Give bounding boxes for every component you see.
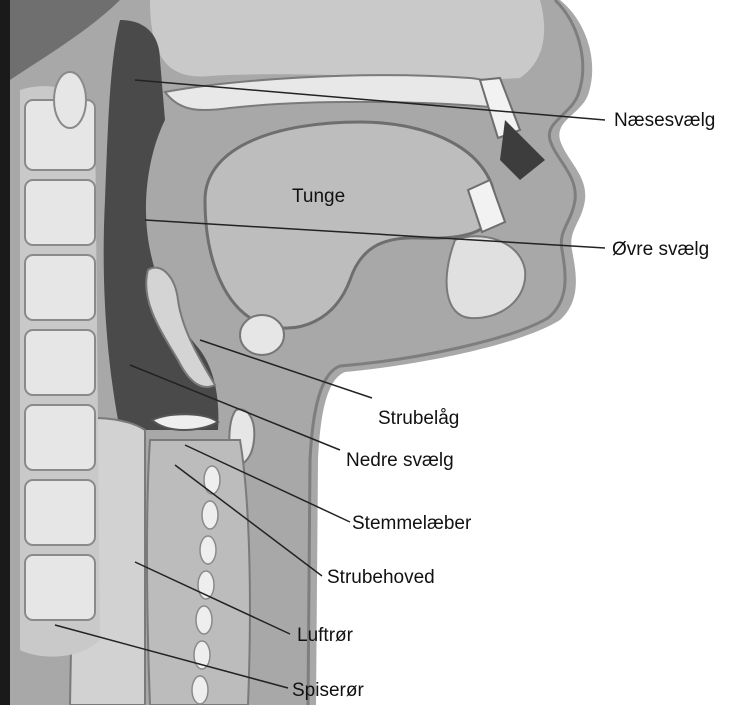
label-spiseroer: Spiserør bbox=[292, 681, 364, 700]
label-strubehoved: Strubehoved bbox=[327, 568, 435, 587]
hyoid-bone bbox=[240, 315, 284, 355]
nasal-cavity bbox=[150, 0, 544, 79]
label-strubelaag: Strubelåg bbox=[378, 409, 459, 428]
label-stemmelaeber: Stemmelæber bbox=[352, 514, 471, 533]
label-ovre-svaelg: Øvre svælg bbox=[612, 240, 709, 259]
atlas-vertebra bbox=[54, 72, 86, 128]
label-luftroer: Luftrør bbox=[297, 626, 353, 645]
label-tunge: Tunge bbox=[292, 187, 345, 206]
image-left-edge bbox=[0, 0, 10, 705]
label-nedre-svaelg: Nedre svælg bbox=[346, 451, 454, 470]
label-naesesvaelg: Næsesvælg bbox=[614, 111, 715, 130]
